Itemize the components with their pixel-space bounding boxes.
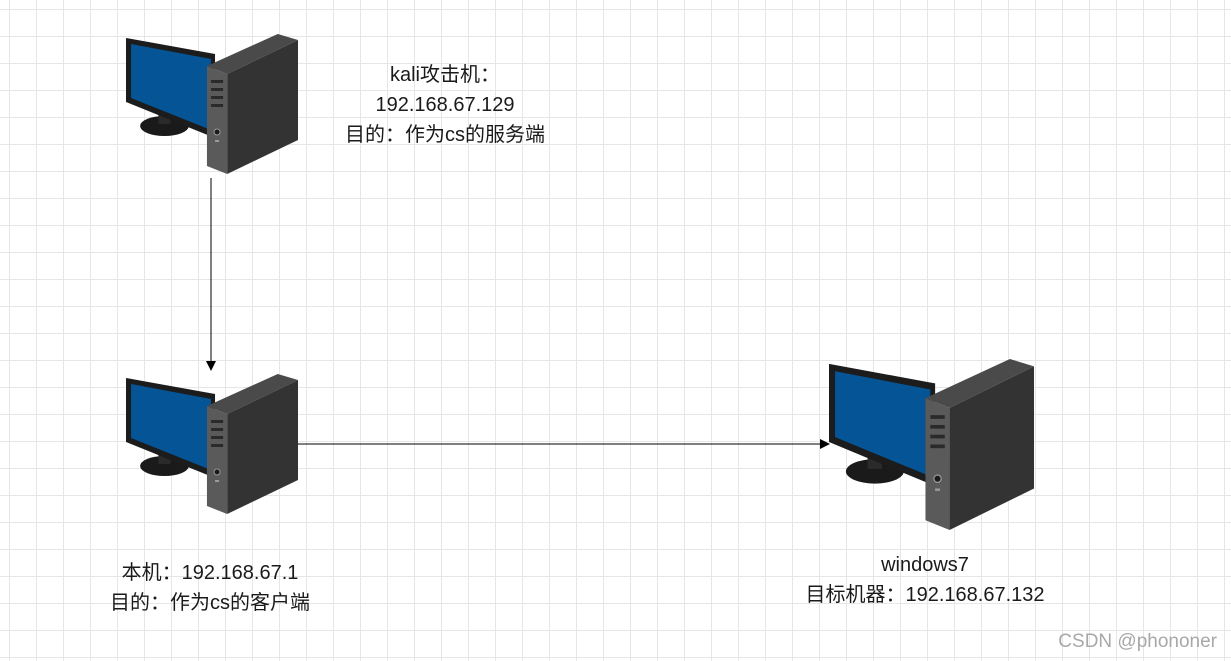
local-label-line2: 目的：作为cs的客户端 <box>110 592 310 614</box>
local-label: 本机：192.168.67.1 目的：作为cs的客户端 <box>80 558 340 618</box>
target-label-line1: windows7 <box>881 554 969 576</box>
local-computer-icon[interactable] <box>126 374 298 514</box>
watermark: CSDN @phononer <box>1058 631 1217 652</box>
target-computer-icon[interactable] <box>829 359 1034 530</box>
kali-label-line1: kali攻击机： <box>389 64 500 86</box>
target-label: windows7 目标机器：192.168.67.132 <box>780 550 1070 610</box>
kali-label-line3: 目的：作为cs的服务端 <box>345 124 545 146</box>
kali-computer-icon[interactable] <box>126 34 298 174</box>
kali-label-line2: 192.168.67.129 <box>375 94 515 116</box>
local-label-line1: 本机：192.168.67.1 <box>121 562 299 584</box>
kali-label: kali攻击机： 192.168.67.129 目的：作为cs的服务端 <box>310 60 580 150</box>
target-label-line2: 目标机器：192.168.67.132 <box>805 584 1045 606</box>
